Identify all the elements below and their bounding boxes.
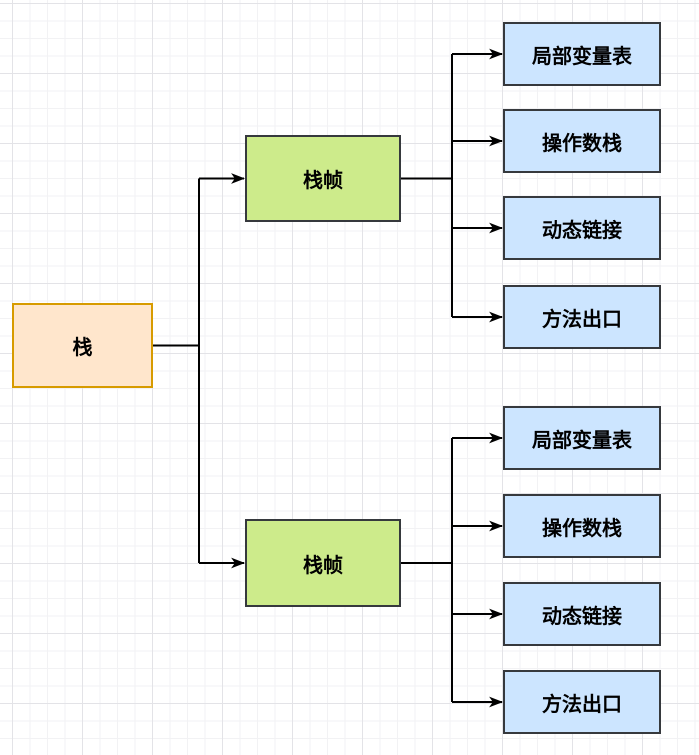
node-stack-frame-2[interactable]: 栈帧	[245, 519, 401, 607]
node-operand-stack-1[interactable]: 操作数栈	[503, 109, 661, 173]
edge-frame1-to-children[interactable]	[401, 48, 504, 323]
node-method-exit-2[interactable]: 方法出口	[503, 670, 661, 734]
node-dynamic-link-1[interactable]: 动态链接	[503, 196, 661, 260]
node-local-variable-table-1[interactable]: 局部变量表	[503, 22, 661, 86]
node-dynamic-link-2[interactable]: 动态链接	[503, 582, 661, 646]
node-local-variable-table-2[interactable]: 局部变量表	[503, 406, 661, 470]
node-stack-frame-1[interactable]: 栈帧	[245, 135, 401, 222]
node-operand-stack-2[interactable]: 操作数栈	[503, 494, 661, 558]
node-stack[interactable]: 栈	[12, 303, 153, 388]
edge-frame2-to-children[interactable]	[401, 432, 504, 708]
edge-root-to-frames[interactable]	[153, 173, 246, 569]
node-method-exit-1[interactable]: 方法出口	[503, 285, 661, 349]
